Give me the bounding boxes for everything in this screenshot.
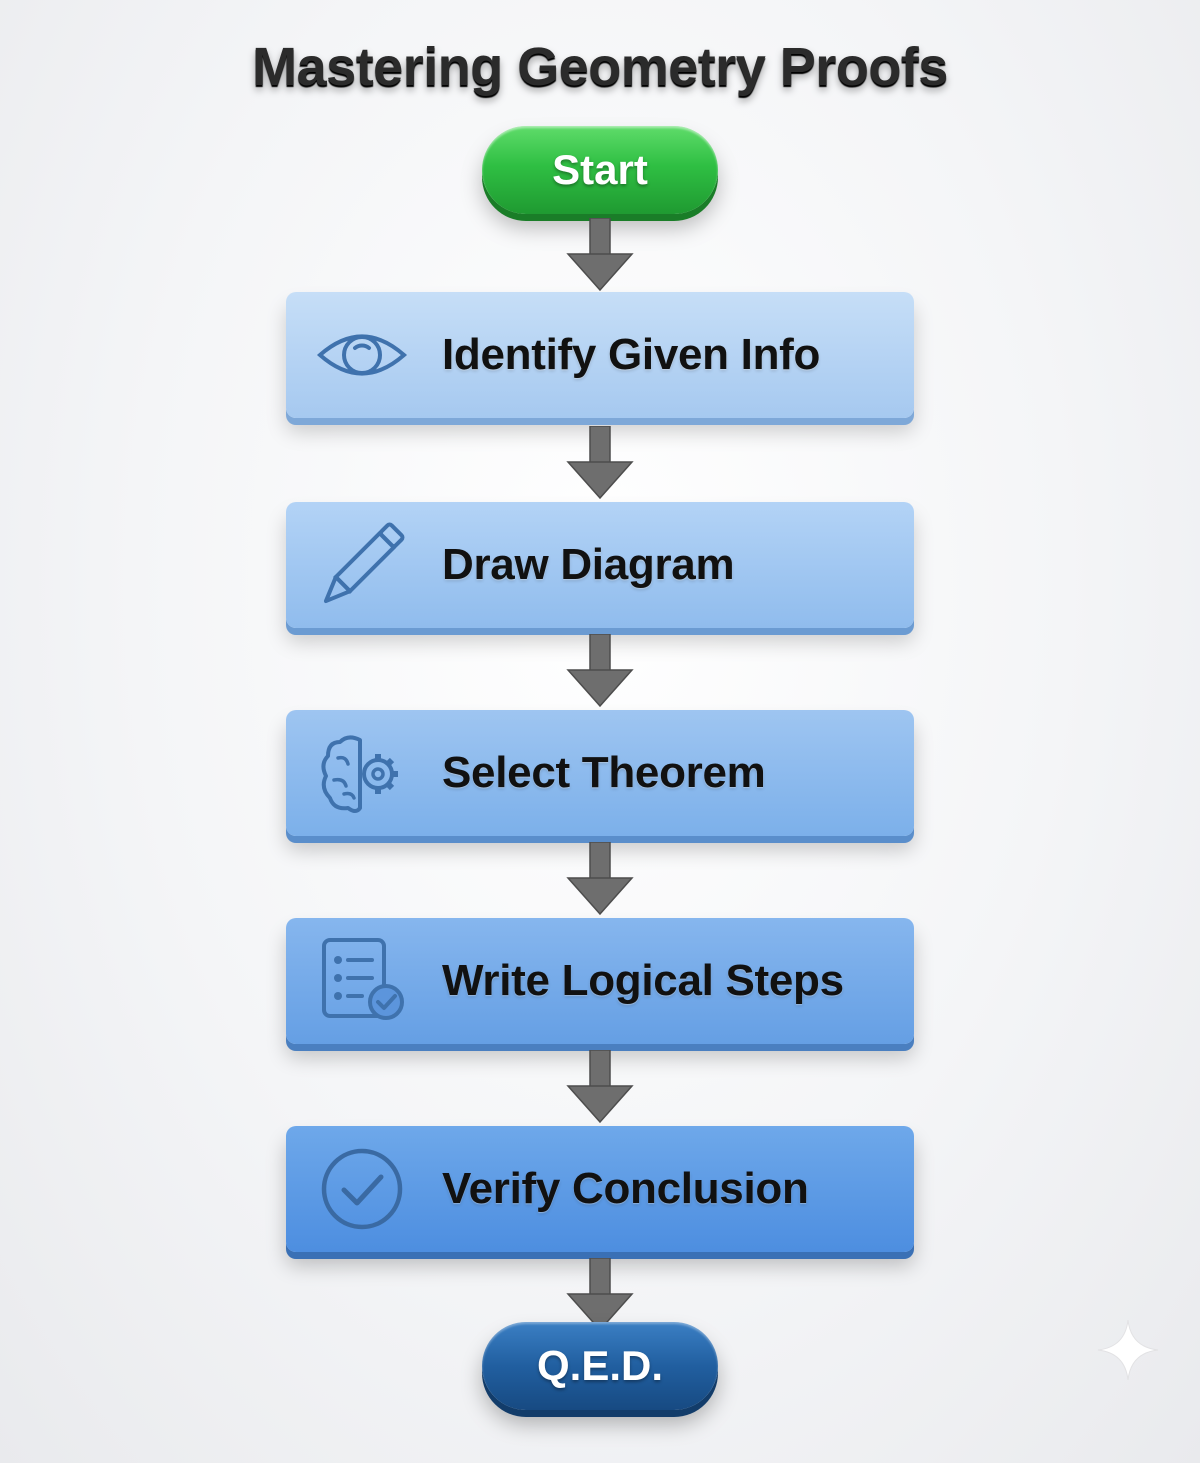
pencil-icon	[323, 522, 405, 604]
step-write-logical-steps: Write Logical Steps	[286, 918, 914, 1044]
step-select-theorem: Select Theorem	[286, 710, 914, 836]
step-label: Write Logical Steps	[442, 956, 844, 1005]
brain-gear-icon	[321, 735, 398, 813]
down-arrow-icon	[566, 634, 634, 708]
checklist-icon	[322, 938, 404, 1020]
step-label: Identify Given Info	[442, 330, 821, 379]
check-circle-icon	[321, 1148, 403, 1230]
step-label: Verify Conclusion	[442, 1164, 809, 1213]
sparkle-icon	[1097, 1319, 1159, 1381]
down-arrow-icon	[566, 426, 634, 500]
down-arrow-icon	[566, 842, 634, 916]
end-label: Q.E.D.	[536, 1342, 664, 1389]
step-label: Select Theorem	[442, 748, 766, 797]
down-arrow-icon	[566, 218, 634, 292]
down-arrow-icon	[566, 1050, 634, 1124]
step-identify-given-info: Identify Given Info	[286, 292, 914, 418]
start-label: Start	[552, 146, 648, 193]
eye-icon	[316, 334, 408, 376]
step-verify-conclusion: Verify Conclusion	[286, 1126, 914, 1252]
start-node: Start	[482, 126, 718, 214]
down-arrow-icon	[566, 1258, 634, 1332]
step-label: Draw Diagram	[442, 540, 735, 589]
step-draw-diagram: Draw Diagram	[286, 502, 914, 628]
page-title: Mastering Geometry Proofs	[252, 37, 948, 97]
end-node: Q.E.D.	[482, 1322, 718, 1410]
